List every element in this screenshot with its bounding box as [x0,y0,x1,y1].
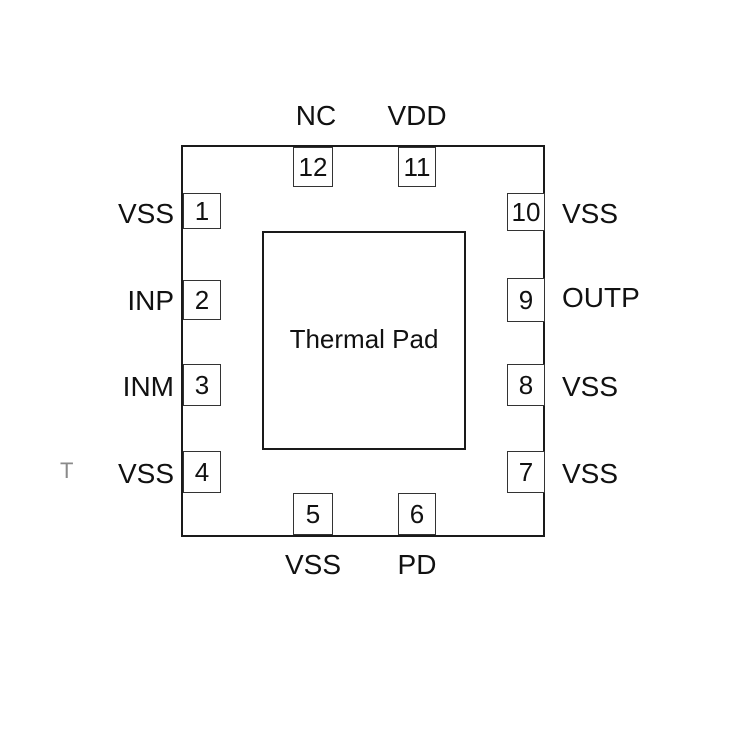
pin-6-box: 6 [398,493,436,535]
pin-11-label: VDD [387,100,447,131]
pin-9-label: OUTP [562,282,640,313]
thermal-pad-label: Thermal Pad [289,324,439,354]
pin-10-box: 10 [507,193,545,231]
pin-3-label: INM [122,371,174,402]
pin-1-box: 1 [183,193,221,229]
pin-5-box: 5 [293,493,333,535]
pin-8-label: VSS [562,371,619,402]
pin-11-box: 11 [398,147,436,187]
pin-4-box: 4 [183,451,221,493]
edge-mark-t: T [60,458,74,483]
pin-2-box: 2 [183,280,221,320]
pin-1-label: VSS [117,198,174,229]
package-outline [181,145,545,537]
pin-9-box: 9 [507,278,545,322]
pin-12-label: NC [295,100,337,131]
pin-6-label: PD [397,549,437,580]
pin-4-label: VSS [117,458,174,489]
pin-2-label: INP [127,285,174,316]
pin-12-box: 12 [293,147,333,187]
pin-10-label: VSS [562,198,619,229]
pin-7-label: VSS [562,458,619,489]
thermal-pad [262,231,466,450]
pin-3-box: 3 [183,364,221,406]
pin-5-label: VSS [284,549,342,580]
pin-7-box: 7 [507,451,545,493]
pin-8-box: 8 [507,364,545,406]
